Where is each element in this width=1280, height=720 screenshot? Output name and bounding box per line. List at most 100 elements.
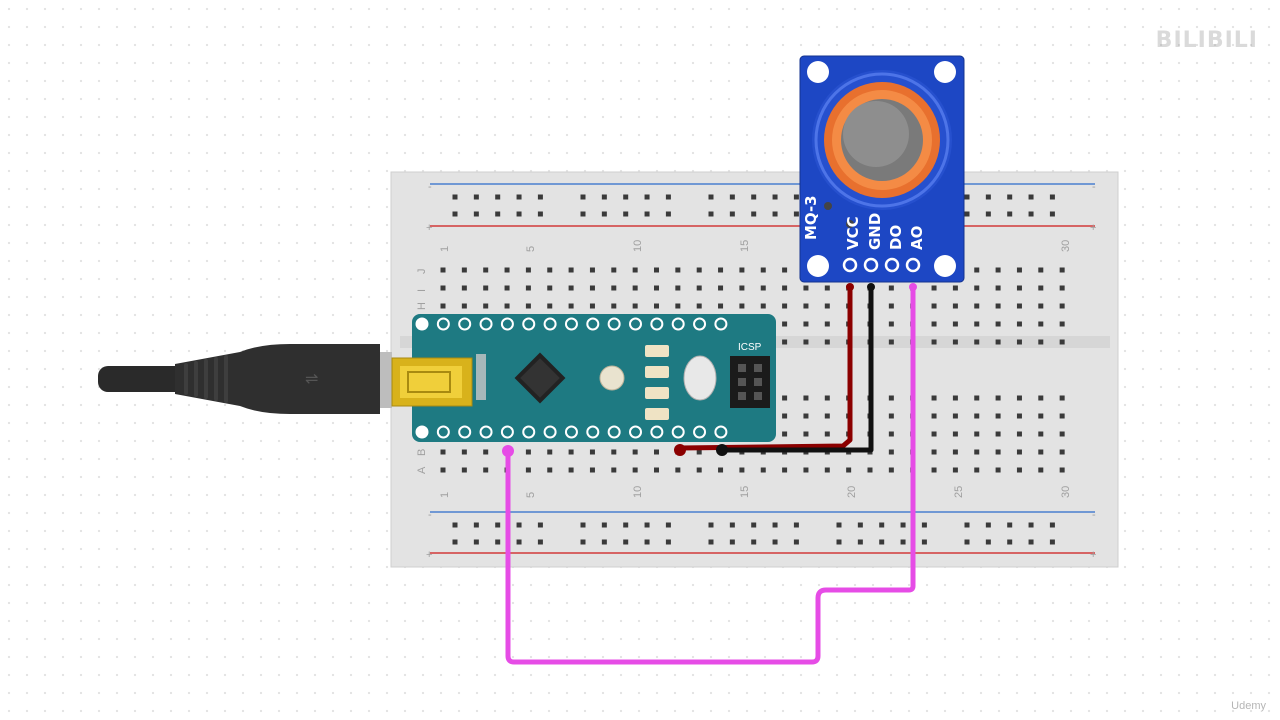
- breadboard-hole: [888, 285, 894, 291]
- breadboard-hole: [601, 522, 607, 528]
- arduino-pin: [693, 317, 707, 331]
- breadboard-hole: [665, 211, 671, 217]
- breadboard-hole: [824, 395, 830, 401]
- breadboard-hole: [547, 467, 553, 473]
- breadboard-hole: [824, 339, 830, 345]
- breadboard-hole: [995, 413, 1001, 419]
- arduino-pin: [671, 425, 685, 439]
- breadboard-hole: [589, 467, 595, 473]
- breadboard-hole: [964, 539, 970, 545]
- breadboard-hole: [1016, 467, 1022, 473]
- breadboard-hole: [952, 431, 958, 437]
- analog-signal-wire[interactable]: [505, 286, 916, 665]
- breadboard-hole: [1038, 339, 1044, 345]
- gnd-wire[interactable]: [722, 286, 874, 453]
- breadboard-hole: [974, 285, 980, 291]
- breadboard-hole: [824, 285, 830, 291]
- breadboard-hole: [1059, 321, 1065, 327]
- breadboard-hole: [1016, 267, 1022, 273]
- row-letter-i: I: [416, 289, 428, 292]
- breadboard-hole: [952, 339, 958, 345]
- breadboard-hole: [654, 449, 659, 455]
- breadboard-hole: [760, 267, 766, 273]
- breadboard-hole: [888, 467, 894, 473]
- breadboard-hole: [772, 211, 778, 217]
- breadboard-hole: [793, 211, 799, 217]
- reset-button[interactable]: [599, 365, 625, 391]
- breadboard-hole: [495, 539, 501, 545]
- breadboard-hole: [952, 413, 958, 419]
- breadboard-hole: [665, 522, 671, 528]
- breadboard-hole: [461, 303, 467, 309]
- breadboard-hole: [483, 467, 489, 473]
- breadboard-hole: [580, 522, 586, 528]
- breadboard-hole: [1049, 522, 1055, 528]
- breadboard-hole: [525, 285, 531, 291]
- usb-plug-collar: [380, 352, 392, 408]
- breadboard-hole: [952, 321, 958, 327]
- breadboard-hole: [803, 431, 809, 437]
- breadboard-hole: [525, 467, 531, 473]
- breadboard-hole: [995, 321, 1001, 327]
- breadboard-hole: [601, 211, 607, 217]
- udemy-logo: Udemy: [1231, 700, 1266, 712]
- breadboard-hole: [751, 194, 757, 200]
- bottom-minus-left: -: [428, 509, 432, 521]
- breadboard-hole: [644, 522, 650, 528]
- breadboard-hole: [952, 303, 958, 309]
- breadboard-hole: [985, 539, 991, 545]
- arduino-pin: [415, 425, 429, 439]
- arduino-pin: [500, 425, 514, 439]
- vcc-wire[interactable]: [679, 286, 853, 451]
- breadboard-hole: [995, 285, 1001, 291]
- breadboard-hole: [888, 449, 894, 455]
- breadboard-hole: [888, 321, 894, 327]
- breadboard-hole: [473, 211, 479, 217]
- breadboard-hole: [483, 303, 489, 309]
- breadboard-hole: [611, 285, 617, 291]
- arduino-pin: [522, 425, 536, 439]
- breadboard-hole: [931, 303, 937, 309]
- pin-label-vcc: VCC: [844, 216, 862, 250]
- arduino-pin: [693, 425, 707, 439]
- icsp-header: [730, 356, 770, 408]
- breadboard-hole: [611, 449, 617, 455]
- breadboard-hole: [739, 303, 745, 309]
- breadboard-hole: [803, 395, 809, 401]
- breadboard-hole: [718, 303, 724, 309]
- row-letter-h: H: [416, 302, 428, 310]
- breadboard-hole: [1016, 339, 1022, 345]
- breadboard-hole: [504, 285, 510, 291]
- breadboard-hole: [729, 194, 735, 200]
- breadboard-hole: [1059, 285, 1065, 291]
- breadboard-hole: [824, 413, 830, 419]
- breadboard-hole: [495, 522, 501, 528]
- icsp-label: ICSP: [738, 342, 762, 353]
- breadboard-hole: [931, 321, 937, 327]
- row-letter-b: B: [416, 449, 428, 456]
- arduino-pin: [629, 425, 642, 439]
- breadboard-hole: [782, 413, 788, 419]
- breadboard-hole: [931, 413, 937, 419]
- arduino-pin: [479, 317, 493, 331]
- breadboard-hole: [1059, 413, 1065, 419]
- breadboard-hole: [440, 267, 446, 273]
- top-minus-left: -: [428, 181, 432, 193]
- breadboard-hole: [1016, 303, 1022, 309]
- breadboard-hole: [440, 303, 446, 309]
- top-plus-left: +: [426, 222, 432, 234]
- breadboard-hole: [623, 539, 629, 545]
- breadboard-hole: [525, 267, 531, 273]
- breadboard-hole: [974, 267, 980, 273]
- breadboard-hole: [718, 267, 724, 273]
- top-minus-right: -: [1092, 181, 1096, 193]
- breadboard-hole: [568, 267, 574, 273]
- breadboard-hole: [654, 285, 659, 291]
- breadboard-hole: [1028, 539, 1034, 545]
- bottom-plus-left: +: [426, 549, 432, 561]
- breadboard-hole: [952, 395, 958, 401]
- breadboard-hole: [857, 522, 863, 528]
- breadboard-hole: [1038, 467, 1044, 473]
- breadboard-hole: [836, 539, 842, 545]
- breadboard-hole: [623, 211, 629, 217]
